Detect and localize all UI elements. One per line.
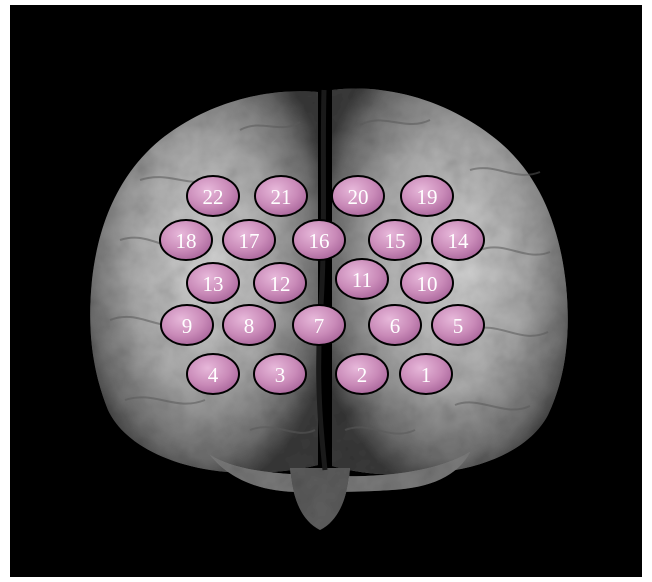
channel-1: 1: [400, 354, 452, 394]
channel-15: 15: [369, 220, 421, 260]
channel-label: 1: [421, 363, 432, 387]
channel-21: 21: [255, 176, 307, 216]
longitudinal-fissure: [319, 90, 325, 470]
channel-label: 15: [385, 229, 406, 253]
channel-3: 3: [254, 354, 306, 394]
channel-label: 11: [352, 268, 372, 292]
channel-label: 16: [309, 229, 330, 253]
channel-14: 14: [432, 220, 484, 260]
channel-17: 17: [223, 220, 275, 260]
channel-label: 20: [348, 185, 369, 209]
channel-label: 2: [357, 363, 368, 387]
channel-16: 16: [293, 220, 345, 260]
channel-2: 2: [336, 354, 388, 394]
channel-18: 18: [160, 220, 212, 260]
channel-label: 5: [453, 314, 464, 338]
channel-label: 14: [448, 229, 470, 253]
channel-4: 4: [187, 354, 239, 394]
brainstem: [290, 468, 350, 530]
channel-22: 22: [187, 176, 239, 216]
channel-label: 3: [275, 363, 286, 387]
channel-13: 13: [187, 263, 239, 303]
channel-label: 7: [314, 314, 325, 338]
channel-5: 5: [432, 305, 484, 345]
channel-19: 19: [401, 176, 453, 216]
channel-label: 12: [270, 272, 291, 296]
channel-label: 17: [239, 229, 260, 253]
channel-12: 12: [254, 263, 306, 303]
channel-label: 22: [203, 185, 224, 209]
channel-11: 11: [336, 259, 388, 299]
channel-label: 18: [176, 229, 197, 253]
channel-7: 7: [293, 305, 345, 345]
channel-20: 20: [332, 176, 384, 216]
channel-label: 19: [417, 185, 438, 209]
channel-10: 10: [401, 263, 453, 303]
channel-8: 8: [223, 305, 275, 345]
channel-label: 21: [271, 185, 292, 209]
channel-6: 6: [369, 305, 421, 345]
channel-label: 10: [417, 272, 438, 296]
channel-9: 9: [161, 305, 213, 345]
channel-label: 13: [203, 272, 224, 296]
channel-label: 4: [208, 363, 219, 387]
channel-label: 6: [390, 314, 401, 338]
channel-label: 9: [182, 314, 193, 338]
channel-label: 8: [244, 314, 255, 338]
